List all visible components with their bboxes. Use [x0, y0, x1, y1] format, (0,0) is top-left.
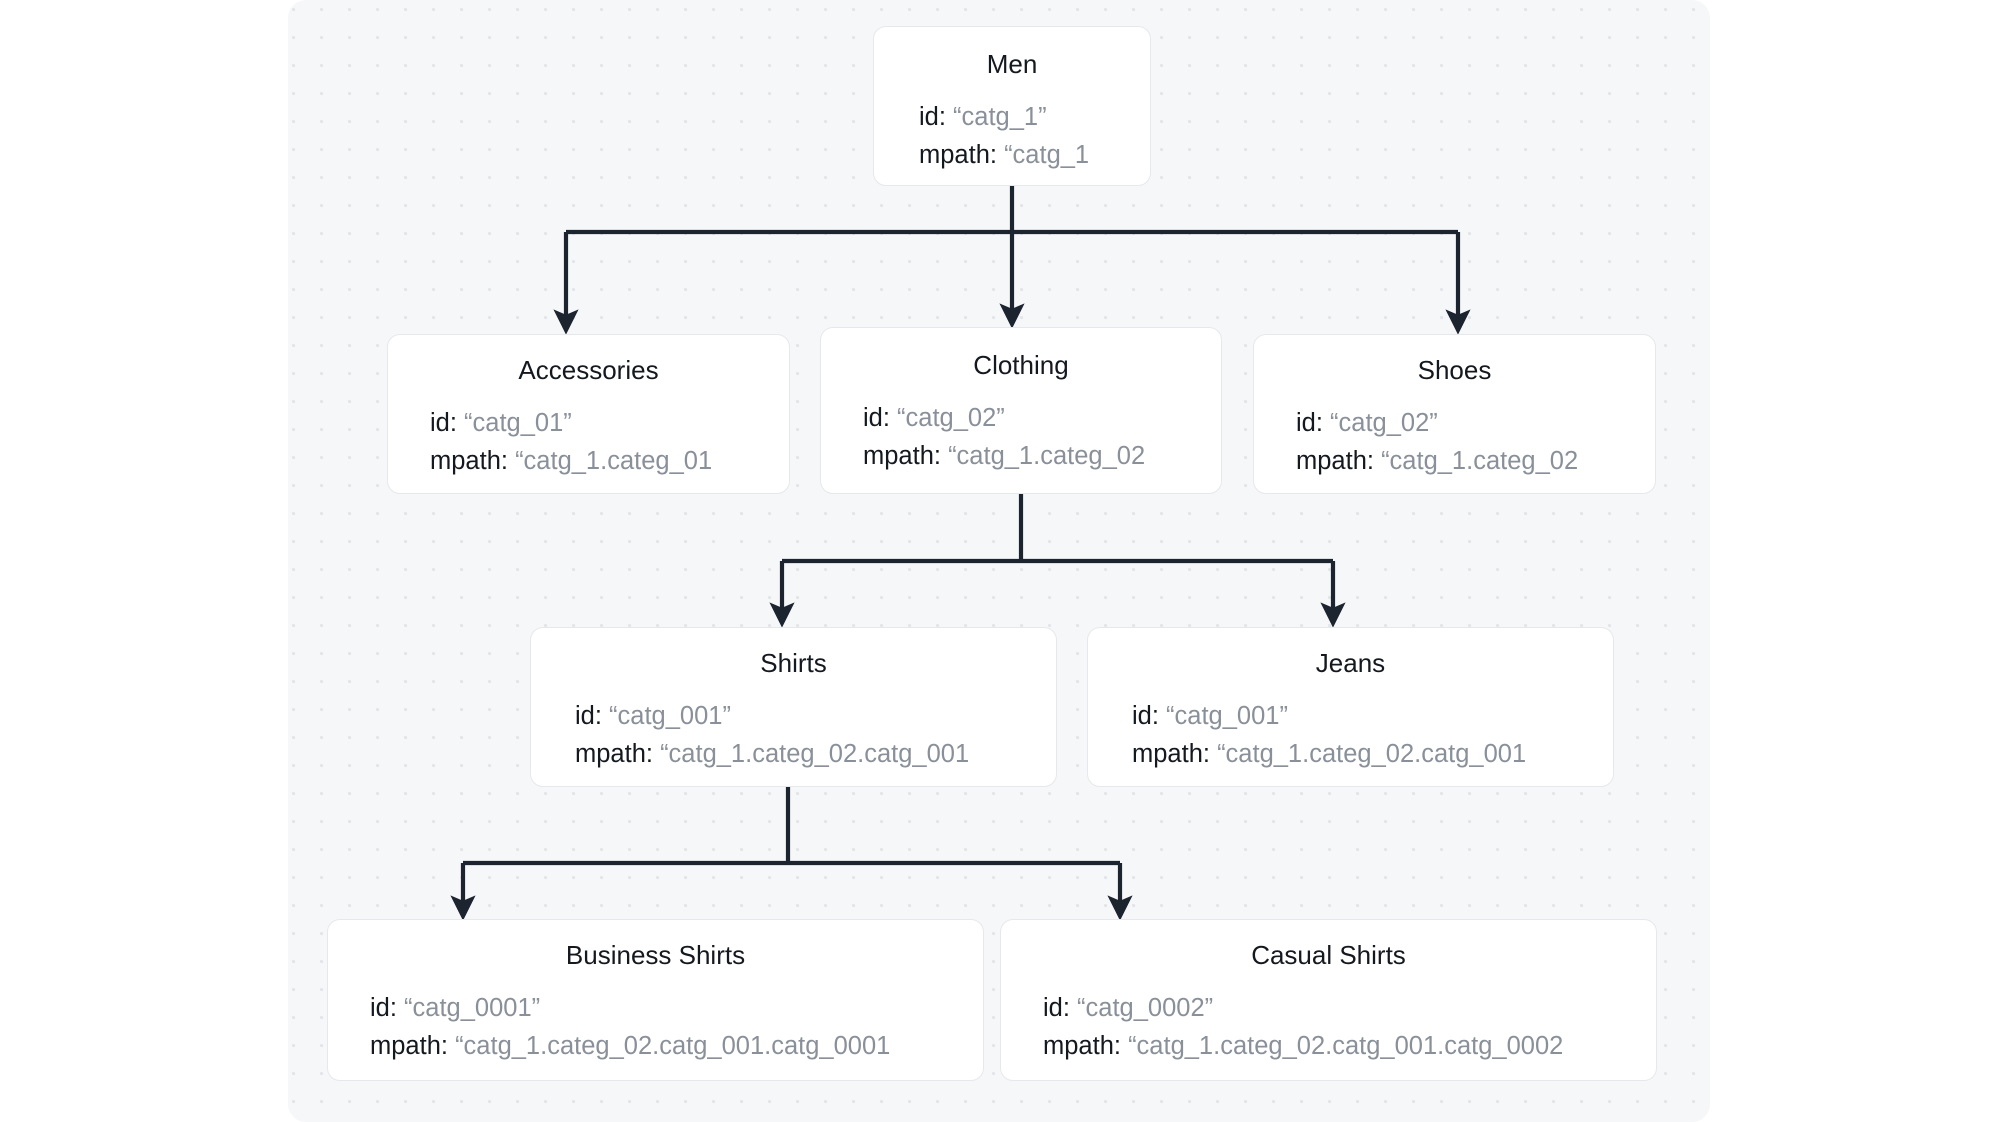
field-value: “catg_02”: [897, 404, 1005, 432]
node-men[interactable]: Men id: “catg_1” mpath: “catg_1: [873, 26, 1151, 186]
node-accessories-field-mpath: mpath: “catg_1.categ_01: [430, 443, 789, 481]
node-shirts-field-id: id: “catg_001”: [575, 698, 1056, 736]
field-value: “catg_02”: [1330, 409, 1438, 437]
node-jeans[interactable]: Jeans id: “catg_001” mpath: “catg_1.cate…: [1087, 627, 1614, 787]
node-shirts[interactable]: Shirts id: “catg_001” mpath: “catg_1.cat…: [530, 627, 1057, 787]
field-key: mpath:: [430, 446, 508, 475]
field-value: “catg_1.categ_02.catg_001.catg_0002: [1128, 1031, 1564, 1060]
field-key: id:: [430, 409, 457, 437]
field-key: mpath:: [1296, 446, 1374, 475]
node-jeans-field-id: id: “catg_001”: [1132, 698, 1613, 736]
field-value: “catg_1”: [953, 103, 1047, 131]
field-key: mpath:: [1132, 739, 1210, 768]
field-key: mpath:: [575, 739, 653, 768]
node-business-shirts-field-mpath: mpath: “catg_1.categ_02.catg_001.catg_00…: [370, 1028, 983, 1066]
node-shoes-fields: id: “catg_02” mpath: “catg_1.categ_02: [1254, 405, 1655, 480]
node-shoes[interactable]: Shoes id: “catg_02” mpath: “catg_1.categ…: [1253, 334, 1656, 494]
node-business-shirts-field-id: id: “catg_0001”: [370, 990, 983, 1028]
field-key: id:: [1296, 409, 1323, 437]
field-key: mpath:: [919, 140, 997, 169]
node-shoes-field-mpath: mpath: “catg_1.categ_02: [1296, 443, 1655, 481]
node-clothing-title: Clothing: [973, 350, 1069, 380]
field-value: “catg_0001”: [404, 994, 541, 1022]
field-value: “catg_1.categ_02: [948, 441, 1146, 470]
node-accessories[interactable]: Accessories id: “catg_01” mpath: “catg_1…: [387, 334, 790, 494]
node-men-field-mpath: mpath: “catg_1: [919, 137, 1150, 175]
node-accessories-title: Accessories: [518, 355, 659, 385]
field-value: “catg_1: [1004, 140, 1090, 169]
field-key: id:: [370, 994, 397, 1022]
field-value: “catg_1.categ_02.catg_001.catg_0001: [455, 1031, 891, 1060]
field-value: “catg_001”: [1166, 702, 1288, 730]
field-key: mpath:: [863, 441, 941, 470]
node-clothing-fields: id: “catg_02” mpath: “catg_1.categ_02: [821, 400, 1221, 475]
field-value: “catg_01”: [464, 409, 572, 437]
field-value: “catg_1.categ_02.catg_001: [660, 739, 970, 768]
node-jeans-title: Jeans: [1315, 648, 1386, 678]
node-casual-shirts-fields: id: “catg_0002” mpath: “catg_1.categ_02.…: [1001, 990, 1656, 1065]
node-shirts-field-mpath: mpath: “catg_1.categ_02.catg_001: [575, 736, 1056, 774]
node-clothing-field-mpath: mpath: “catg_1.categ_02: [863, 438, 1221, 476]
field-value: “catg_1.categ_02: [1381, 446, 1579, 475]
field-value: “catg_0002”: [1077, 994, 1214, 1022]
field-key: id:: [1043, 994, 1070, 1022]
field-key: mpath:: [1043, 1031, 1121, 1060]
field-key: id:: [1132, 702, 1159, 730]
field-value: “catg_1.categ_02.catg_001: [1217, 739, 1527, 768]
node-casual-shirts[interactable]: Casual Shirts id: “catg_0002” mpath: “ca…: [1000, 919, 1657, 1081]
node-business-shirts-fields: id: “catg_0001” mpath: “catg_1.categ_02.…: [328, 990, 983, 1065]
node-shoes-field-id: id: “catg_02”: [1296, 405, 1655, 443]
node-shoes-title: Shoes: [1417, 355, 1492, 385]
node-casual-shirts-field-id: id: “catg_0002”: [1043, 990, 1656, 1028]
field-key: id:: [575, 702, 602, 730]
node-shirts-title: Shirts: [760, 648, 827, 678]
node-jeans-field-mpath: mpath: “catg_1.categ_02.catg_001: [1132, 736, 1613, 774]
node-men-fields: id: “catg_1” mpath: “catg_1: [874, 99, 1150, 174]
field-value: “catg_001”: [609, 702, 731, 730]
node-casual-shirts-title: Casual Shirts: [1251, 940, 1406, 970]
node-business-shirts-title: Business Shirts: [565, 940, 746, 970]
node-men-title: Men: [986, 49, 1038, 79]
node-casual-shirts-field-mpath: mpath: “catg_1.categ_02.catg_001.catg_00…: [1043, 1028, 1656, 1066]
node-shirts-fields: id: “catg_001” mpath: “catg_1.categ_02.c…: [531, 698, 1056, 773]
field-key: id:: [863, 404, 890, 432]
node-clothing[interactable]: Clothing id: “catg_02” mpath: “catg_1.ca…: [820, 327, 1222, 494]
field-key: mpath:: [370, 1031, 448, 1060]
field-value: “catg_1.categ_01: [515, 446, 713, 475]
node-clothing-field-id: id: “catg_02”: [863, 400, 1221, 438]
node-men-field-id: id: “catg_1”: [919, 99, 1150, 137]
node-accessories-field-id: id: “catg_01”: [430, 405, 789, 443]
node-business-shirts[interactable]: Business Shirts id: “catg_0001” mpath: “…: [327, 919, 984, 1081]
node-accessories-fields: id: “catg_01” mpath: “catg_1.categ_01: [388, 405, 789, 480]
field-key: id:: [919, 103, 946, 131]
node-jeans-fields: id: “catg_001” mpath: “catg_1.categ_02.c…: [1088, 698, 1613, 773]
